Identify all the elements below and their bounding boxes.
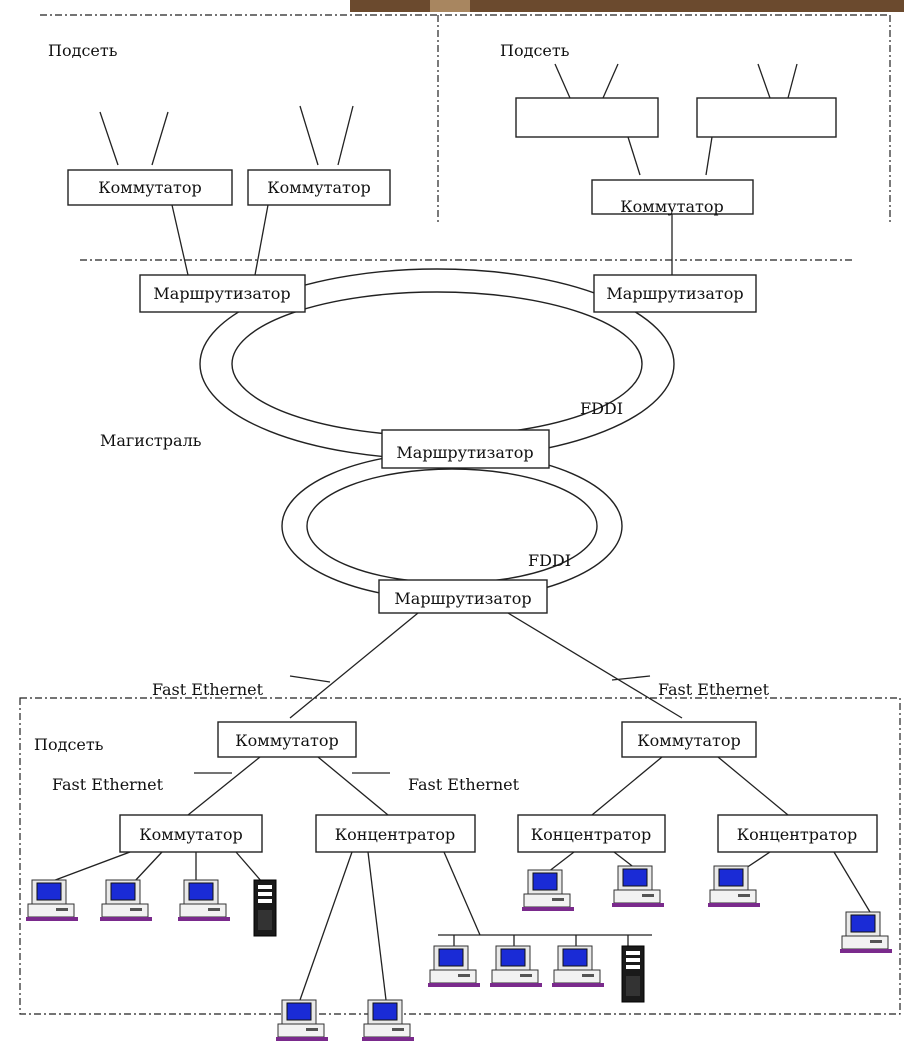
device-boxes: Коммутатор Коммутатор Коммутатор Маршрут… (67, 169, 878, 853)
fe-mid-right-label: Fast Ethernet (408, 775, 520, 794)
hub-1-label: Концентратор (335, 825, 455, 844)
fddi-upper-label: FDDI (580, 399, 623, 418)
top-right-box-2 (696, 97, 837, 138)
tower-server-icon (621, 945, 645, 1003)
desktop-computer-icon (551, 945, 605, 988)
desktop-computer-icon (99, 879, 153, 922)
hub-3-label: Концентратор (737, 825, 857, 844)
desktop-computer-icon (361, 999, 415, 1042)
tr-switch-label: Коммутатор (620, 197, 723, 216)
top-right-box-1 (515, 97, 659, 138)
bottom-subnet-boundary (19, 697, 901, 1015)
desktop-computer-icon (427, 945, 481, 988)
end-devices (25, 865, 893, 1042)
desktop-computer-icon (489, 945, 543, 988)
b-switch-left-label: Коммутатор (235, 731, 338, 750)
photo-fragment (350, 0, 904, 12)
photo-fragment-highlight (430, 0, 470, 12)
lower-ring-outer (281, 451, 623, 601)
desktop-computer-icon (707, 865, 761, 908)
hub-2-label: Концентратор (531, 825, 651, 844)
zone-boundaries (19, 14, 901, 1015)
backbone-label: Магистраль (100, 431, 202, 450)
router-right-label: Маршрутизатор (606, 284, 743, 303)
tl-switch-1-label: Коммутатор (98, 178, 201, 197)
desktop-computer-icon (839, 911, 893, 954)
router-bottom-label: Маршрутизатор (394, 589, 531, 608)
fe-left-label: Fast Ethernet (152, 680, 264, 699)
desktop-computer-icon (611, 865, 665, 908)
fddi-lower-label: FDDI (528, 551, 571, 570)
b-switch-right-label: Коммутатор (637, 731, 740, 750)
subnet-top-right-label: Подсеть (500, 41, 570, 60)
subnet-top-left-label: Подсеть (48, 41, 118, 60)
router-center-label: Маршрутизатор (396, 443, 533, 462)
desktop-computer-icon (177, 879, 231, 922)
fe-mid-left-label: Fast Ethernet (52, 775, 164, 794)
desktop-computer-icon (275, 999, 329, 1042)
b-switch-inner-label: Коммутатор (139, 825, 242, 844)
router-left-label: Маршрутизатор (153, 284, 290, 303)
desktop-computer-icon (25, 879, 79, 922)
tl-switch-2-label: Коммутатор (267, 178, 370, 197)
subnet-bottom-label: Подсеть (34, 735, 104, 754)
tower-server-icon (253, 879, 277, 937)
annotations: Подсеть Подсеть Подсеть Магистраль FDDI … (34, 41, 770, 794)
connection-lines (49, 63, 871, 1001)
desktop-computer-icon (521, 869, 575, 912)
fe-right-label: Fast Ethernet (658, 680, 770, 699)
